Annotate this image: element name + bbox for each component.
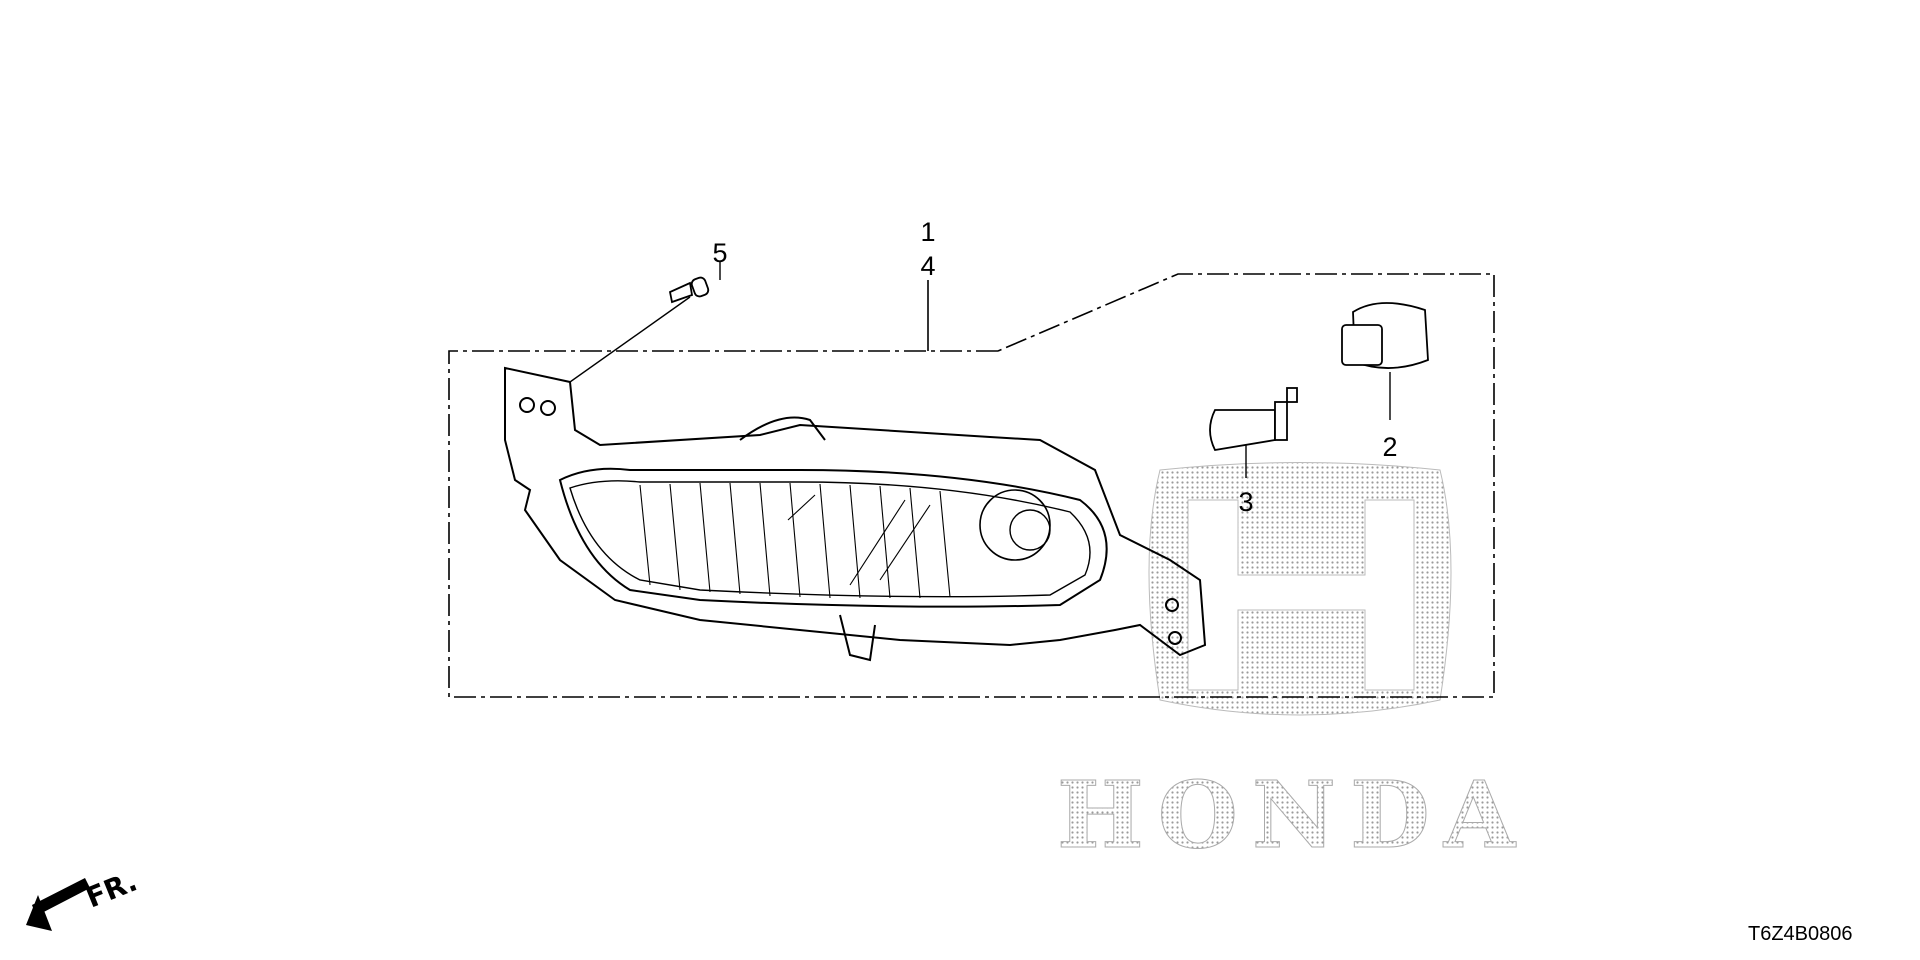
honda-wordmark: HONDA bbox=[1057, 761, 1529, 869]
socket-part-2 bbox=[1341, 302, 1429, 420]
screw-part-5 bbox=[569, 262, 721, 383]
honda-logo-watermark: HONDA bbox=[1056, 462, 1529, 870]
fog-light-assembly bbox=[504, 366, 1207, 662]
callout-5: 5 bbox=[712, 238, 727, 268]
arrow-left-down-icon bbox=[26, 878, 90, 931]
callout-1: 1 bbox=[920, 217, 935, 247]
drawing-code: T6Z4B0806 bbox=[1748, 923, 1853, 945]
callout-4: 4 bbox=[920, 251, 935, 281]
bulb-part-3 bbox=[1209, 387, 1298, 478]
front-direction-indicator: FR. bbox=[26, 864, 142, 931]
callout-3: 3 bbox=[1238, 487, 1253, 517]
assembly-outline bbox=[448, 273, 1495, 698]
direction-label: FR. bbox=[81, 864, 141, 914]
callout-2: 2 bbox=[1382, 432, 1397, 462]
